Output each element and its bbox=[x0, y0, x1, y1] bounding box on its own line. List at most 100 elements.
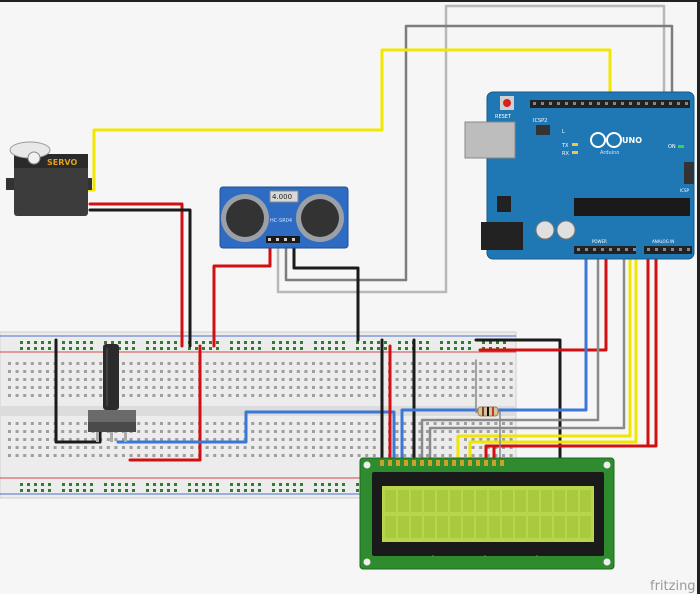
breadboard-rail-hole bbox=[209, 347, 212, 350]
breadboard-hole bbox=[289, 422, 293, 425]
digital-pin bbox=[589, 102, 592, 105]
right-edge bbox=[697, 0, 700, 594]
breadboard-rail-hole bbox=[41, 483, 44, 486]
digital-pin bbox=[621, 102, 624, 105]
breadboard-rail-hole bbox=[286, 341, 289, 344]
breadboard-rail-hole bbox=[132, 483, 135, 486]
breadboard-hole bbox=[122, 446, 125, 449]
breadboard-hole bbox=[53, 446, 57, 449]
breadboard-rail-hole bbox=[244, 347, 247, 350]
breadboard-hole bbox=[456, 370, 460, 373]
breadboard-hole bbox=[464, 386, 467, 389]
breadboard-hole bbox=[274, 386, 277, 389]
lcd-mount-hole-tl bbox=[363, 461, 371, 469]
breadboard-hole bbox=[8, 438, 11, 441]
breadboard-hole bbox=[91, 378, 95, 381]
breadboard-hole bbox=[274, 430, 277, 433]
breadboard-hole bbox=[281, 454, 285, 457]
breadboard-rail-hole bbox=[69, 341, 72, 344]
breadboard-hole bbox=[479, 446, 483, 449]
breadboard-hole bbox=[403, 394, 407, 397]
breadboard-hole bbox=[266, 438, 270, 441]
breadboard-hole bbox=[190, 422, 194, 425]
breadboard-hole bbox=[68, 422, 72, 425]
lcd-cell bbox=[424, 516, 435, 538]
breadboard-hole bbox=[122, 454, 125, 457]
breadboard-hole bbox=[509, 362, 513, 365]
breadboard-hole bbox=[494, 438, 498, 441]
breadboard-hole bbox=[509, 430, 513, 433]
breadboard-hole bbox=[258, 378, 262, 381]
breadboard-rail-hole bbox=[363, 341, 366, 344]
breadboard-hole bbox=[251, 422, 255, 425]
breadboard-hole bbox=[479, 438, 483, 441]
breadboard-hole bbox=[182, 394, 186, 397]
breadboard-rail-hole bbox=[27, 483, 30, 486]
breadboard-hole bbox=[38, 394, 42, 397]
breadboard-hole bbox=[289, 378, 293, 381]
lcd-cell bbox=[515, 490, 526, 512]
breadboard-hole bbox=[91, 446, 95, 449]
breadboard-hole bbox=[220, 430, 224, 433]
lcd-pin bbox=[388, 460, 392, 466]
breadboard-hole bbox=[152, 378, 156, 381]
wire-yellow-servo-signal bbox=[86, 48, 612, 192]
lcd-pin bbox=[428, 460, 432, 466]
breadboard-rail-hole bbox=[300, 341, 303, 344]
breadboard-hole bbox=[441, 430, 445, 433]
breadboard-hole bbox=[84, 454, 87, 457]
breadboard-hole bbox=[479, 454, 483, 457]
lcd-cell bbox=[541, 490, 552, 512]
sensor-transducer-right bbox=[301, 199, 339, 237]
wire-gray-sensor-trig bbox=[276, 246, 448, 294]
breadboard-hole bbox=[372, 370, 376, 373]
power-label: POWER bbox=[592, 239, 607, 244]
usb-port bbox=[464, 121, 516, 159]
breadboard-hole bbox=[91, 386, 95, 389]
breadboard-rail-hole bbox=[27, 347, 30, 350]
breadboard-hole bbox=[61, 370, 65, 373]
breadboard-hole bbox=[296, 362, 300, 365]
breadboard-hole bbox=[342, 394, 346, 397]
digital-pin bbox=[581, 102, 584, 105]
breadboard-rail-hole bbox=[335, 341, 338, 344]
breadboard-hole bbox=[296, 378, 300, 381]
lcd-pin bbox=[452, 460, 456, 466]
breadboard-hole bbox=[266, 454, 270, 457]
breadboard-hole bbox=[266, 422, 270, 425]
analog-header bbox=[644, 246, 692, 254]
breadboard-hole bbox=[228, 454, 232, 457]
breadboard-hole bbox=[205, 386, 209, 389]
breadboard-hole bbox=[502, 378, 505, 381]
sensor-header bbox=[266, 236, 300, 243]
breadboard-hole bbox=[220, 362, 224, 365]
breadboard-hole bbox=[167, 362, 171, 365]
breadboard-hole bbox=[15, 386, 19, 389]
breadboard-hole bbox=[46, 370, 49, 373]
breadboard-rail-hole bbox=[48, 347, 51, 350]
breadboard-hole bbox=[46, 386, 49, 389]
breadboard-hole bbox=[61, 362, 65, 365]
breadboard-hole bbox=[144, 378, 148, 381]
breadboard-hole bbox=[433, 378, 437, 381]
breadboard-rail-hole bbox=[48, 489, 51, 492]
breadboard-hole bbox=[144, 430, 148, 433]
digital-pin bbox=[613, 102, 616, 105]
breadboard-rail-hole bbox=[398, 347, 401, 350]
breadboard-rail-hole bbox=[321, 347, 324, 350]
breadboard-hole bbox=[426, 430, 429, 433]
breadboard-hole bbox=[464, 430, 467, 433]
breadboard-hole bbox=[175, 422, 179, 425]
breadboard-hole bbox=[258, 446, 262, 449]
breadboard-hole bbox=[395, 370, 399, 373]
breadboard-rail-hole bbox=[461, 347, 464, 350]
breadboard-hole bbox=[471, 386, 475, 389]
breadboard-rail-hole bbox=[328, 341, 331, 344]
breadboard-hole bbox=[68, 438, 72, 441]
breadboard-hole bbox=[266, 370, 270, 373]
breadboard-hole bbox=[46, 378, 49, 381]
servo-motor: SERVO bbox=[6, 141, 92, 216]
breadboard-hole bbox=[448, 362, 452, 365]
breadboard-hole bbox=[76, 362, 80, 365]
